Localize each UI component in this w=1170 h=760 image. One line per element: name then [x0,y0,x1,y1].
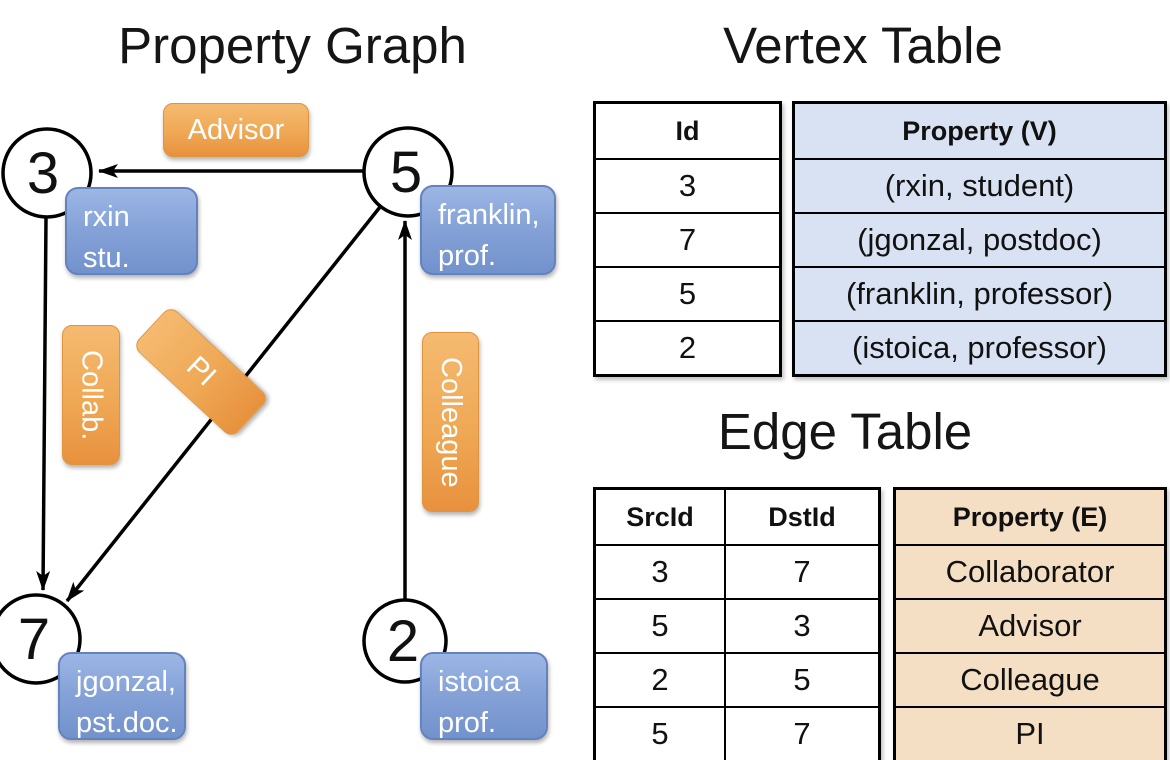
edge-label-advisor: Advisor [163,103,309,157]
data-cell: 7 [724,544,878,598]
edge-label-collab: Collab. [62,325,120,465]
vertex-property-line: prof. [438,707,497,740]
vertex-property-line: stu. [83,242,130,275]
data-cell: (istoica, professor) [795,320,1164,374]
data-cell: 3 [596,158,779,212]
vertex-table-property-column: Property (V) (rxin, student) (jgonzal, p… [792,101,1167,377]
data-cell: 2 [596,320,779,374]
header-cell: SrcId [626,501,694,532]
data-cell: Collaborator [896,544,1164,598]
data-cell: 7 [724,706,878,760]
vertex-table-title: Vertex Table [723,17,1003,74]
header-cell: Id [675,115,700,146]
data-cell: 2 [596,652,724,706]
vertex-property-line: istoica [438,666,521,698]
vertex-property-box-jgonzal: jgonzal, pst.doc. [58,652,186,740]
edge-table-ids-columns: SrcId DstId 3 7 5 3 2 5 5 7 [593,487,881,760]
data-cell: Advisor [896,598,1164,652]
edge-label-colleague: Colleague [422,332,479,512]
vertex-id-label: 3 [27,141,59,206]
vertex-id-label: 7 [18,607,50,672]
edge-table: SrcId DstId 3 7 5 3 2 5 5 7 Property (E)… [593,487,1167,760]
vertex-table-id-column: Id 3 7 5 2 [593,101,782,377]
vertex-table: Id 3 7 5 2 Property (V) (rxin, student) … [593,101,1167,377]
header-cell: Property (E) [896,490,1164,544]
edge-label-text: Collab. [75,349,108,441]
edge-table-title: Edge Table [717,403,973,460]
edge-label-text: Colleague [435,356,467,488]
edge-arrow-3-to-7 [36,216,51,591]
header-cell: DstId [724,490,878,544]
data-cell: Colleague [896,652,1164,706]
data-cell: 5 [596,598,724,652]
data-cell: (jgonzal, postdoc) [795,212,1164,266]
property-graph-panel: Property Graph 3 5 7 2 Ad [0,17,556,740]
header-cell: Property (V) [795,104,1164,158]
graph-drawing: 3 5 7 2 [0,126,454,685]
vertex-property-box-rxin: rxin stu. [65,187,198,275]
vertex-property-line: rxin [83,201,130,233]
vertex-property-line: jgonzal, [76,666,176,698]
tables-panel: Vertex Table Id 3 7 5 2 Property (V) (rx… [585,0,1170,760]
data-cell: PI [896,706,1164,760]
data-cell: 7 [596,212,779,266]
data-cell: 5 [724,652,878,706]
data-cell: (franklin, professor) [795,266,1164,320]
edge-label-text: Advisor [187,113,285,146]
data-cell: 3 [724,598,878,652]
vertex-property-box-istoica: istoica prof. [420,652,548,740]
vertex-id-label: 5 [390,140,422,205]
data-cell: 3 [596,544,724,598]
data-cell: 5 [596,706,724,760]
vertex-property-line: pst.doc. [76,707,178,740]
edge-table-property-column: Property (E) Collaborator Advisor Collea… [893,487,1167,760]
property-graph-title: Property Graph [118,17,467,74]
vertex-property-line: prof. [438,240,497,273]
vertex-property-box-franklin: franklin, prof. [420,185,556,275]
data-cell: (rxin, student) [795,158,1164,212]
edge-label-text: PI [180,350,223,393]
vertex-property-line: franklin, [438,199,540,231]
data-cell: 5 [596,266,779,320]
vertex-id-label: 2 [387,609,419,674]
